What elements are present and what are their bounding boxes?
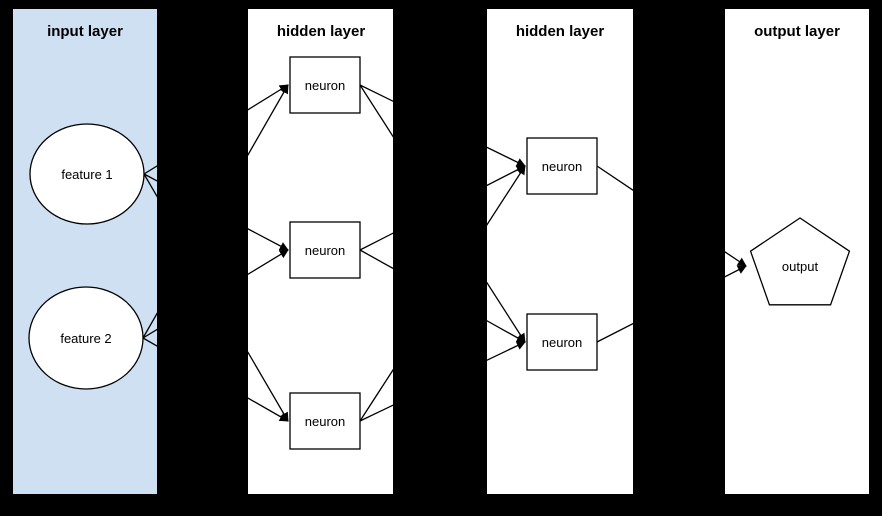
edge-feature-1-to-hidden1-neuron-1 — [248, 84, 289, 111]
node-label: neuron — [305, 414, 345, 429]
edge-hidden1-neuron-2-to-hidden2-neuron-1 — [487, 165, 526, 187]
node-hidden2-neuron-1[interactable]: neuron — [526, 137, 598, 195]
edge-hidden1-neuron-1-to-hidden2-neuron-1 — [359, 84, 393, 102]
edge-hidden1-neuron-2-to-hidden2-neuron-2 — [487, 320, 526, 343]
edge-hidden2-neuron-2-to-output-node — [596, 322, 633, 343]
edge-hidden1-neuron-2-to-hidden2-neuron-2 — [359, 249, 393, 270]
connection-edges — [142, 84, 747, 422]
edge-hidden1-neuron-2-to-hidden2-neuron-1 — [359, 232, 393, 251]
edge-hidden1-neuron-1-to-hidden2-neuron-2 — [359, 84, 393, 138]
node-hidden1-neuron-3[interactable]: neuron — [289, 392, 361, 450]
node-feature-1[interactable]: feature 1 — [29, 123, 145, 225]
layer-title-hidden-2: hidden layer — [516, 23, 605, 40]
node-label: feature 1 — [61, 167, 112, 182]
edge-hidden1-neuron-1-to-hidden2-neuron-2 — [487, 281, 526, 343]
node-shape-pentagon — [749, 217, 851, 306]
edge-feature-2-to-hidden1-neuron-3 — [248, 397, 289, 422]
node-hidden1-neuron-1[interactable]: neuron — [289, 56, 361, 114]
edge-hidden1-neuron-3-to-hidden2-neuron-1 — [487, 165, 526, 226]
edge-hidden1-neuron-1-to-hidden2-neuron-1 — [487, 146, 526, 167]
node-shape-ellipse — [28, 286, 144, 390]
node-shape-rect — [526, 313, 598, 371]
edge-hidden1-neuron-3-to-hidden2-neuron-1 — [359, 368, 393, 422]
node-label: neuron — [542, 159, 582, 174]
node-shape-ellipse — [29, 123, 145, 225]
edges-in-hidden-layer-1 — [248, 84, 393, 422]
node-feature-2[interactable]: feature 2 — [28, 286, 144, 390]
node-shape-rect — [289, 392, 361, 450]
edge-hidden1-neuron-3-to-hidden2-neuron-2 — [359, 404, 393, 422]
edges-in-hidden-layer-2 — [487, 146, 633, 361]
edge-feature-2-to-hidden1-neuron-2 — [248, 249, 289, 276]
edge-feature-1-to-hidden1-neuron-3 — [248, 351, 289, 422]
node-shape-rect — [289, 221, 361, 279]
edge-hidden2-neuron-1-to-output-node — [596, 165, 633, 191]
node-label: neuron — [305, 243, 345, 258]
edge-feature-2-to-hidden1-neuron-1 — [248, 84, 289, 157]
node-label: neuron — [542, 335, 582, 350]
node-hidden2-neuron-2[interactable]: neuron — [526, 313, 598, 371]
layer-title-hidden-1: hidden layer — [277, 23, 366, 40]
network-nodes: feature 1 feature 2 neuron neuron neuron neur… — [28, 56, 851, 450]
node-shape-rect — [289, 56, 361, 114]
edge-hidden1-neuron-3-to-hidden2-neuron-2 — [487, 341, 526, 361]
node-output-node[interactable]: output — [749, 217, 851, 306]
panel-input-layer — [13, 9, 157, 494]
layer-title-output: output layer — [754, 23, 840, 40]
layer-titles: input layer hidden layer hidden layer ou… — [47, 23, 840, 40]
node-label: neuron — [305, 78, 345, 93]
layer-title-input: input layer — [47, 23, 123, 40]
edge-feature-1-to-hidden1-neuron-2 — [248, 228, 289, 251]
node-label: output — [782, 259, 819, 274]
node-shape-rect — [526, 137, 598, 195]
node-label: feature 2 — [60, 331, 111, 346]
node-hidden1-neuron-2[interactable]: neuron — [289, 221, 361, 279]
panel-hidden-layer-2 — [487, 9, 633, 494]
